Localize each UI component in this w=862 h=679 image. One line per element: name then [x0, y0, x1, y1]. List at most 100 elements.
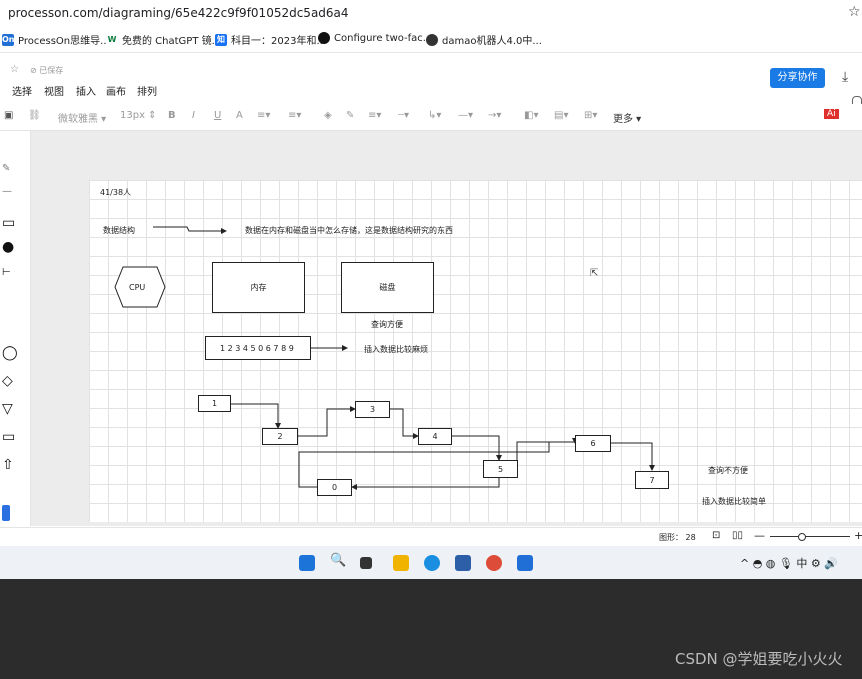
rectangle-icon[interactable]: ▭	[2, 429, 16, 445]
saved-status: ⊘ 已保存	[30, 66, 64, 75]
windows-taskbar: 🔍 ^ ◓ ◍ 🎙 中 ⚙ 🔊	[0, 546, 862, 579]
rounded-rect-icon[interactable]: ▭	[2, 215, 16, 231]
menu-view[interactable]: 视图	[44, 87, 64, 98]
arrow-icon[interactable]: →▾	[488, 110, 502, 121]
triangle-icon[interactable]: ▽	[2, 401, 13, 417]
diagram-page[interactable]: 41/38人 数据结构 数据在内存和磁盘当中怎么存储，这是数据结构研究的东西 C…	[89, 180, 862, 522]
menu-insert[interactable]: 插入	[76, 87, 96, 98]
data-structure-description: 数据在内存和磁盘当中怎么存储，这是数据结构研究的东西	[245, 226, 453, 235]
connector-shape-icon[interactable]: ⊢	[2, 267, 11, 278]
insert-hard-label: 插入数据比较麻烦	[364, 345, 428, 354]
video-letterbox	[0, 579, 862, 679]
system-tray[interactable]: ^ ◓ ◍ 🎙 中 ⚙ 🔊	[740, 557, 838, 570]
browser-address-bar[interactable]: processon.com/diagraming/65e422c9f9f0105…	[0, 0, 862, 28]
processon-icon: On	[2, 33, 15, 46]
star-icon[interactable]: ☆	[10, 64, 19, 75]
table-icon[interactable]: ⊞▾	[584, 110, 598, 121]
bookmark-zhihu[interactable]: 知 科目一：2023年和...	[215, 33, 326, 47]
app-header: ☆ ⊘ 已保存 选择 视图 插入 画布 排列	[0, 53, 862, 100]
font-size-select[interactable]: 13px ⇕	[120, 110, 157, 121]
pencil-icon[interactable]: ✎	[2, 163, 11, 174]
line-end-icon[interactable]: —▾	[458, 110, 474, 121]
bookmarks-bar: On ProcessOn思维导... W 免费的 ChatGPT 镜... 知 …	[0, 28, 862, 53]
italic-icon[interactable]: I	[192, 110, 195, 121]
node-5[interactable]: 5	[483, 460, 518, 478]
processon-app-icon[interactable]	[517, 555, 533, 571]
dash-icon[interactable]: ┄▾	[398, 110, 410, 121]
node-3[interactable]: 3	[355, 401, 390, 418]
pen-icon[interactable]: ✎	[346, 110, 355, 121]
bookmark-chatgpt[interactable]: W 免费的 ChatGPT 镜...	[106, 33, 222, 47]
menu-arrange[interactable]: 排列	[137, 87, 157, 98]
book-icon[interactable]: ▯▯	[732, 530, 744, 541]
file-explorer-icon[interactable]	[393, 555, 409, 571]
line-style-icon[interactable]: ≡▾	[368, 110, 382, 121]
layer-icon[interactable]: ◧▾	[524, 110, 539, 121]
watermark: CSDN @学姐要吃小火火	[675, 650, 843, 668]
font-color-icon[interactable]: A	[236, 110, 243, 121]
line-height-icon[interactable]: ≡▾	[257, 110, 271, 121]
insert-easy-label: 插入数据比较简单	[702, 497, 766, 506]
download-icon[interactable]: ⤓	[842, 69, 849, 85]
node-7[interactable]: 7	[635, 471, 669, 489]
node-1[interactable]: 1	[198, 395, 231, 412]
zoom-in-icon[interactable]: +	[854, 529, 862, 542]
zhihu-icon: 知	[215, 33, 227, 46]
zoom-slider[interactable]	[770, 536, 850, 537]
windows-start-icon[interactable]	[299, 555, 315, 571]
panel-toggle[interactable]	[2, 505, 10, 521]
zoom-out-icon[interactable]: —	[754, 529, 765, 542]
store-icon[interactable]	[455, 555, 471, 571]
status-bar: 图形： 28 ⊡ ▯▯ — +	[0, 527, 862, 546]
cpu-label: CPU	[129, 283, 146, 292]
fill-icon[interactable]: ◈	[324, 110, 332, 121]
connector-icon[interactable]: ↳▾	[428, 110, 442, 121]
bold-icon[interactable]: B	[168, 110, 176, 121]
font-select[interactable]: 微软雅黑 ▾	[58, 114, 107, 125]
globe-icon	[426, 33, 438, 46]
bookmark-star-icon[interactable]: ☆	[848, 4, 861, 20]
query-convenient-label: 查询方便	[371, 320, 403, 329]
bookmark-github[interactable]: Configure two-fac...	[318, 32, 432, 44]
zoom-handle[interactable]	[798, 533, 806, 541]
image-icon[interactable]: ▣	[4, 110, 14, 121]
menu-canvas[interactable]: 画布	[106, 87, 126, 98]
bookmark-processon[interactable]: On ProcessOn思维导...	[2, 33, 110, 47]
circle-icon[interactable]: ◯	[2, 345, 18, 361]
node-6[interactable]: 6	[575, 435, 611, 452]
url-text[interactable]: processon.com/diagraming/65e422c9f9f0105…	[8, 6, 349, 20]
ai-icon[interactable]: Ai	[824, 109, 839, 119]
share-button[interactable]: 分享协作	[770, 68, 825, 88]
link-icon[interactable]: ⛓	[28, 110, 41, 121]
format-toolbar: ▣ ⛓ 微软雅黑 ▾ 13px ⇕ B I U A ≡▾ ≡▾ ◈ ✎ ≡▾ ┄…	[0, 104, 862, 131]
chrome-icon[interactable]	[486, 555, 502, 571]
cpu-hexagon	[114, 266, 166, 308]
diagram-connectors	[114, 226, 655, 490]
align-objects-icon[interactable]: ▤▾	[554, 110, 569, 121]
query-inconvenient-label: 查询不方便	[708, 466, 748, 475]
shape-count: 图形： 28	[659, 533, 696, 542]
diamond-icon[interactable]: ◇	[2, 373, 13, 389]
mouse-cursor-icon: ⇱	[590, 268, 599, 279]
people-count: 41/38人	[100, 188, 132, 197]
node-4[interactable]: 4	[418, 428, 452, 445]
line-icon[interactable]: —	[2, 186, 12, 197]
github-icon	[318, 32, 330, 44]
node-0[interactable]: 0	[317, 479, 352, 496]
edge-icon[interactable]	[424, 555, 440, 571]
array-box[interactable]: 1 2 3 4 5 0 6 7 8 9	[205, 336, 311, 360]
disk-box[interactable]: 磁盘	[341, 262, 434, 313]
memory-box[interactable]: 内存	[212, 262, 305, 313]
data-structure-label: 数据结构	[103, 226, 135, 235]
search-icon[interactable]: 🔍	[330, 553, 347, 568]
align-icon[interactable]: ≡▾	[288, 110, 302, 121]
up-arrow-icon[interactable]: ⇧	[2, 457, 14, 473]
bookmark-damao[interactable]: damao机器人4.0中...	[426, 32, 542, 47]
node-2[interactable]: 2	[262, 428, 298, 445]
more-button[interactable]: 更多 ▾	[613, 114, 642, 125]
fit-icon[interactable]: ⊡	[712, 530, 721, 541]
underline-icon[interactable]: U	[214, 110, 222, 121]
filled-circle-icon[interactable]: ●	[2, 239, 15, 255]
task-view-icon[interactable]	[360, 557, 372, 569]
menu-select[interactable]: 选择	[12, 87, 32, 98]
